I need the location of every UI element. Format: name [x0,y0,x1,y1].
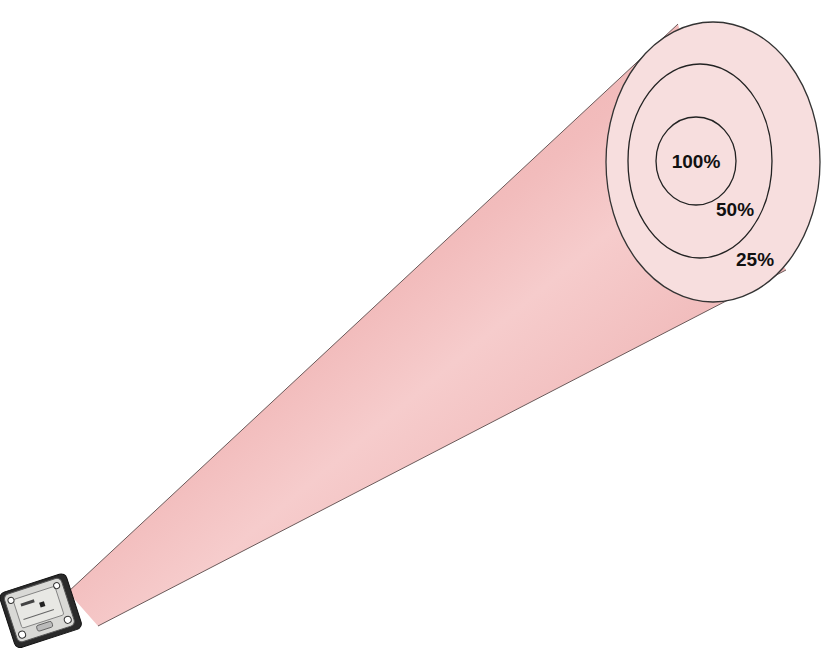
ring-ellipse [628,64,772,258]
ring-ellipse [606,22,820,302]
sensor-device [0,572,83,648]
middle-ring: 100% 50% [628,64,772,258]
percent-label: 50% [716,200,754,219]
beam-edge [68,24,678,592]
percent-label: 25% [736,250,774,269]
inner-ring: 100% [656,117,736,205]
beam-edge [98,270,786,626]
outer-ring: 100% 50% 25% [606,22,820,302]
percent-label: 100% [672,152,721,171]
ring-ellipse [656,117,736,205]
